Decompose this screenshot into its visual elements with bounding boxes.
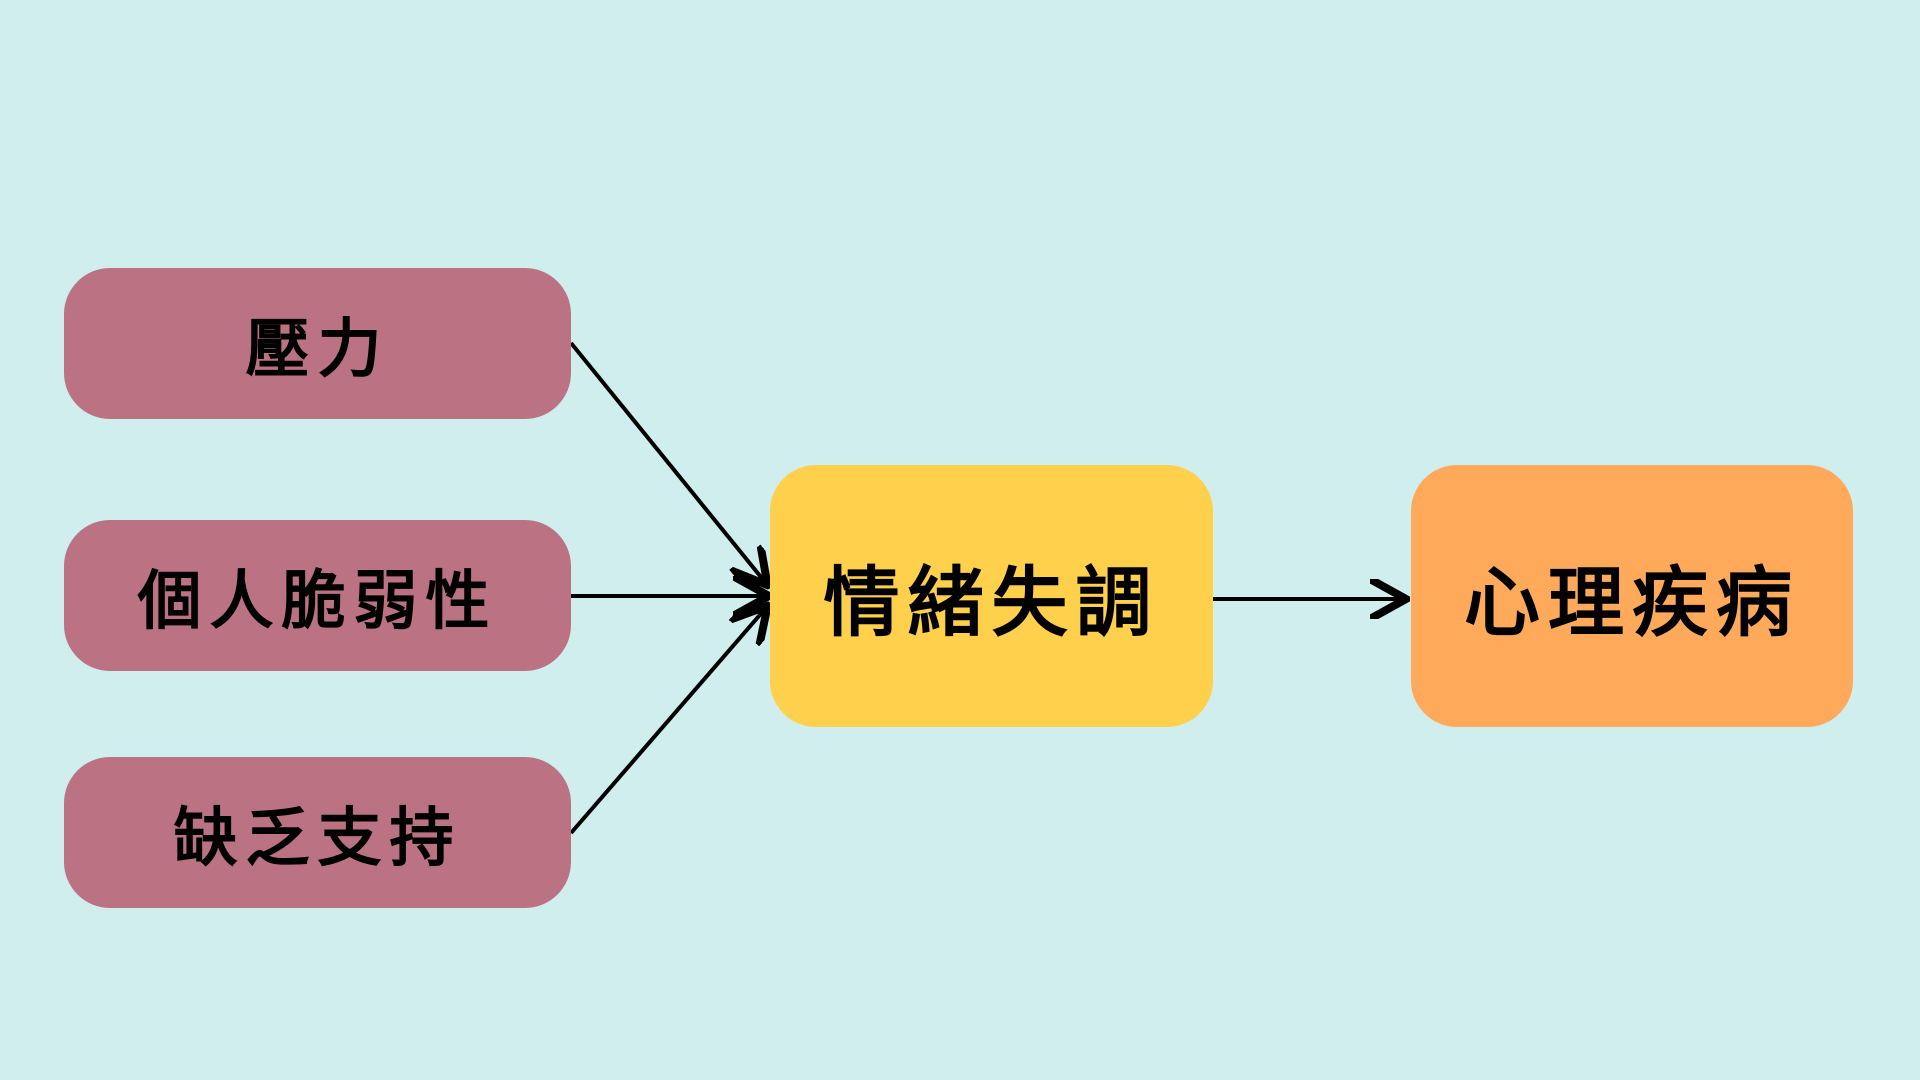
emotion-dysregulation-box: 情緒失調 bbox=[770, 465, 1213, 727]
arrow-stress-to-emotion bbox=[569, 341, 765, 582]
cause-lack-of-support-box: 缺乏支持 bbox=[64, 757, 571, 908]
cause-stress-box: 壓力 bbox=[64, 268, 571, 419]
mental-illness-box: 心理疾病 bbox=[1411, 465, 1853, 727]
arrow-support-to-emotion bbox=[569, 609, 765, 835]
cause-vulnerability-box: 個人脆弱性 bbox=[64, 520, 571, 671]
